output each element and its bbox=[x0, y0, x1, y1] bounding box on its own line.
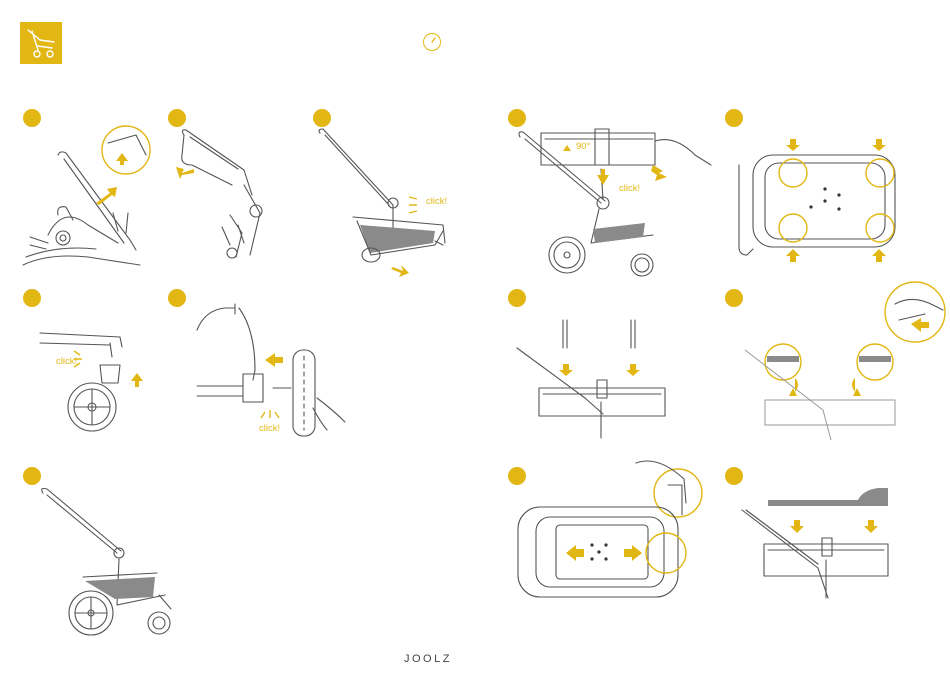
illustration-seat-pads bbox=[735, 280, 945, 445]
click-label-step7: click! bbox=[259, 423, 280, 434]
click-label-step4: click! bbox=[619, 183, 640, 194]
illustration-carrycot-top-view bbox=[735, 135, 915, 270]
illustration-full-stroller bbox=[35, 485, 185, 640]
illustration-seat-mount bbox=[515, 125, 715, 285]
step-marker-10 bbox=[23, 467, 41, 485]
brand-logo: JOOLZ bbox=[404, 653, 452, 665]
step-marker-8 bbox=[508, 289, 526, 307]
angle-label-90: 90° bbox=[576, 141, 590, 152]
illustration-unfold-frame bbox=[18, 125, 158, 270]
click-label-step3: click! bbox=[426, 196, 447, 207]
illustration-basket-click bbox=[315, 125, 475, 275]
stroller-assembly-icon bbox=[20, 22, 62, 64]
illustration-canopy-attach bbox=[738, 480, 898, 605]
illustration-open-frame bbox=[172, 125, 272, 270]
illustration-carrycot-adjust bbox=[508, 455, 703, 605]
click-label-step6: click! bbox=[56, 356, 77, 367]
step-marker-5 bbox=[725, 109, 743, 127]
illustration-seat-side-bars bbox=[515, 318, 675, 443]
illustration-front-wheel-click bbox=[40, 325, 160, 440]
step-marker-7 bbox=[168, 289, 186, 307]
step-marker-6 bbox=[23, 289, 41, 307]
clock-icon bbox=[423, 33, 441, 51]
illustration-rear-wheel-attach bbox=[195, 290, 365, 440]
